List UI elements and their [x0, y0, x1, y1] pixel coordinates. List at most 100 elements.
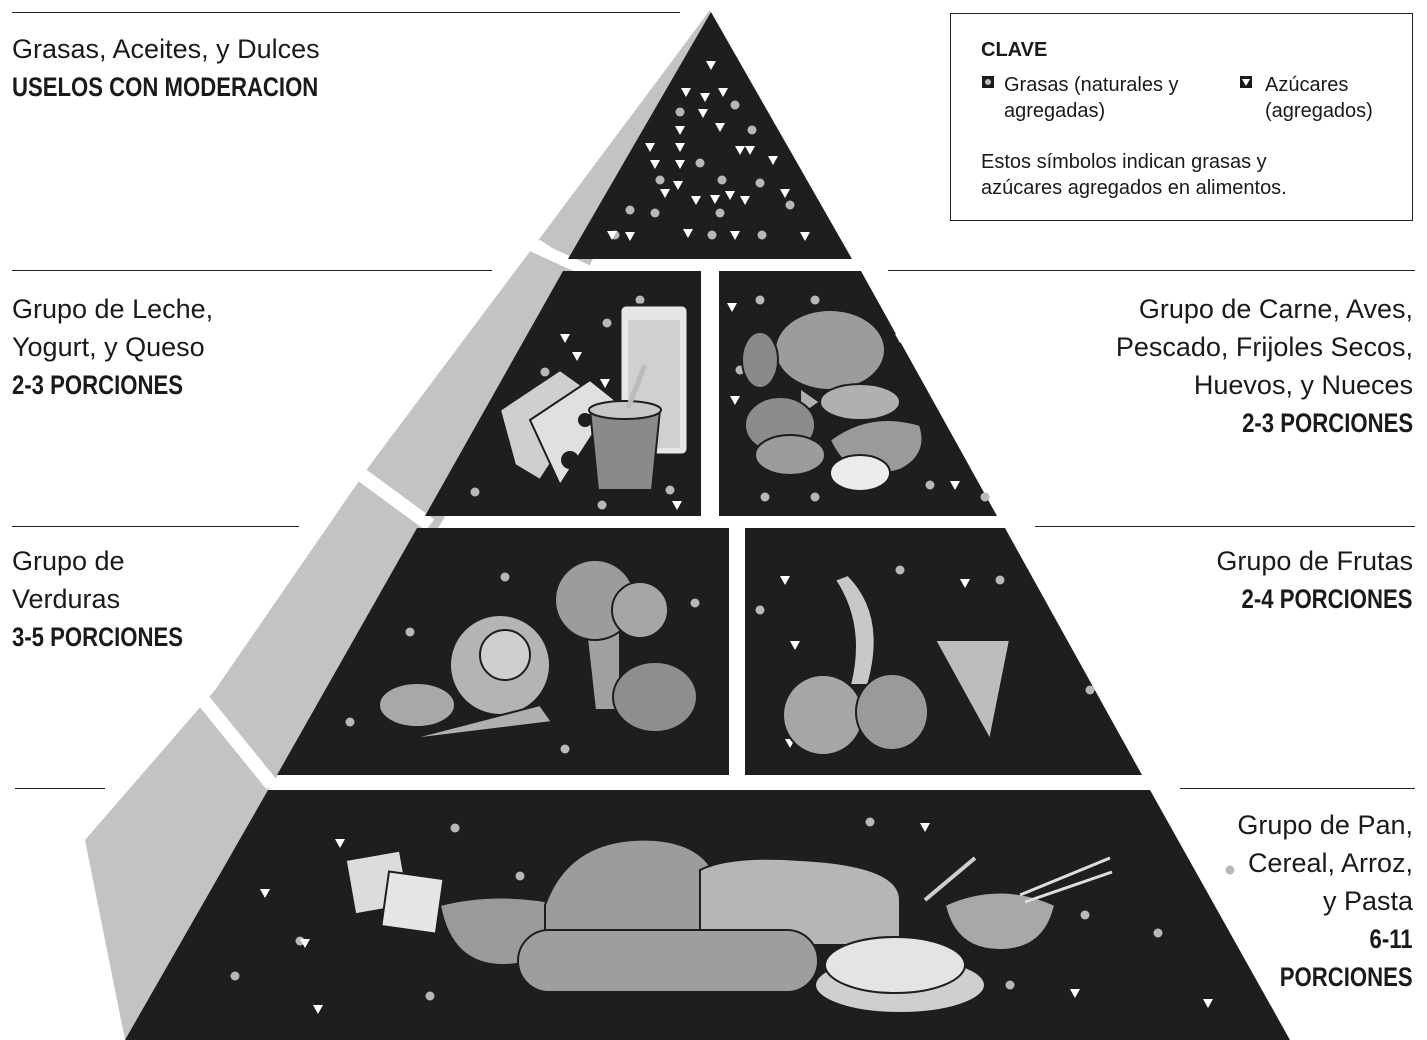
tier-servings: USELOS CON MODERACION: [12, 72, 319, 102]
sugar-triangle-icon: [730, 231, 740, 240]
fat-dot-icon: [785, 200, 795, 210]
fat-dot-icon: [707, 230, 717, 240]
rule: [1035, 526, 1415, 527]
sugar-triangle-icon: [675, 160, 685, 169]
fat-dot-icon: [295, 936, 305, 946]
sugar-triangle-icon: [600, 379, 610, 388]
fat-dot-icon: [865, 817, 875, 827]
label-fruit-group: Grupo de Frutas 2-4 PORCIONES: [1204, 542, 1413, 618]
fat-dot-icon: [635, 295, 645, 305]
sugar-triangle-icon: [950, 481, 960, 490]
sugar-triangle-icon: [673, 181, 683, 190]
sugar-triangle-icon: [675, 143, 685, 152]
broccoli-icon: [554, 559, 669, 711]
tier-name-line: Cereal, Arroz,: [1247, 848, 1413, 878]
fat-dot-icon: [1080, 910, 1090, 920]
sugar-triangle-icon: [698, 109, 708, 118]
fat-dot-icon: [747, 125, 757, 135]
fat-dot-icon: [470, 487, 480, 497]
tier-servings: 2-3 PORCIONES: [12, 370, 184, 400]
tier-servings: 2-4 PORCIONES: [1241, 584, 1413, 614]
sugar-triangle-icon: [1085, 596, 1095, 605]
fat-dot-icon: [675, 107, 685, 117]
tier-servings: PORCIONES: [1280, 962, 1413, 992]
tomato-icon: [612, 661, 698, 733]
tier-name-line: Huevos, y Nueces: [1193, 370, 1413, 400]
sugar-triangle-icon: [745, 146, 755, 155]
tier-servings: 2-3 PORCIONES: [1241, 408, 1413, 438]
grapes-icon: [933, 639, 1012, 743]
tier-name-line: Grupo de: [12, 546, 125, 576]
fat-dot-icon: [755, 295, 765, 305]
sugar-triangle-icon: [1240, 76, 1252, 88]
fat-dot-icon: [690, 598, 700, 608]
rule: [15, 788, 105, 789]
sugar-triangle-icon: [895, 334, 905, 343]
sugar-triangle-icon: [607, 231, 617, 240]
sugar-triangle-icon: [768, 156, 778, 165]
rule: [12, 270, 492, 271]
legend-box: CLAVE Grasas (naturales y agregadas) Azú…: [950, 13, 1413, 221]
fat-dot-icon: [665, 485, 675, 495]
fat-dot-icon: [760, 492, 770, 502]
fat-dot-icon: [810, 492, 820, 502]
sugar-triangle-icon: [735, 146, 745, 155]
fat-dot-icon: [925, 480, 935, 490]
tier-name-line: Grupo de Frutas: [1216, 546, 1413, 576]
legend-note-line: azúcares agregados en alimentos.: [981, 177, 1287, 199]
fat-dot-icon: [715, 208, 725, 218]
sugar-triangle-icon: [335, 839, 345, 848]
beans-icon: [744, 396, 826, 476]
sugar-triangle-icon: [560, 334, 570, 343]
spaghetti-plate-icon: [814, 856, 986, 1014]
legend-fats-label: Grasas (naturales y agregadas): [1004, 72, 1179, 124]
fat-dot-icon: [515, 871, 525, 881]
sugar-triangle-icon: [681, 88, 691, 97]
fat-dot-icon: [755, 178, 765, 188]
fat-dot-icon: [982, 76, 994, 88]
fat-dot-icon: [500, 572, 510, 582]
sugar-triangle-icon: [960, 579, 970, 588]
fat-dot-icon: [1085, 685, 1095, 695]
tier-name-line: Grupo de Leche,: [12, 294, 214, 324]
sugar-triangle-icon: [730, 396, 740, 405]
sugar-triangle-icon: [572, 352, 582, 361]
fat-dot-icon: [695, 158, 705, 168]
rule: [12, 526, 299, 527]
fat-dot-icon: [1225, 865, 1235, 875]
legend-fats-line: Grasas (naturales y: [1004, 74, 1179, 96]
sugar-triangle-icon: [260, 889, 270, 898]
tier-servings: 6-11: [1369, 924, 1413, 954]
fat-dot-icon: [655, 175, 665, 185]
pyramid-side-face: [85, 10, 710, 1040]
fat-dot-icon: [1005, 980, 1015, 990]
chicken-icon: [741, 309, 886, 391]
fat-dot-icon: [757, 230, 767, 240]
label-vegetable-group: Grupo de Verduras 3-5 PORCIONES: [12, 542, 221, 656]
yogurt-cup-icon: [588, 364, 662, 491]
fat-dot-icon: [625, 205, 635, 215]
fat-dot-icon: [810, 295, 820, 305]
egg-icon: [829, 454, 891, 492]
fat-dot-icon: [995, 575, 1005, 585]
legend-title: CLAVE: [981, 39, 1048, 61]
sugar-triangle-icon: [700, 93, 710, 102]
bread-loaf-icon: [544, 838, 901, 946]
tier-name-line: Yogurt, y Queso: [12, 332, 205, 362]
label-meat-group: Grupo de Carne, Aves, Pescado, Frijoles …: [1116, 290, 1413, 442]
cabbage-icon: [449, 614, 551, 716]
sugar-triangle-icon: [1203, 999, 1213, 1008]
legend-sugars-label: Azúcares (agregados): [1265, 72, 1373, 124]
legend-fats-line: agregadas): [1004, 100, 1106, 122]
sugar-triangle-icon: [780, 576, 790, 585]
fat-dot-icon: [230, 971, 240, 981]
sugar-triangle-icon: [715, 123, 725, 132]
crackers-icon: [344, 849, 445, 935]
fat-dot-icon: [597, 500, 607, 510]
rule: [1180, 788, 1415, 789]
sugar-triangle-icon: [672, 501, 682, 510]
sugar-triangle-icon: [645, 143, 655, 152]
sugar-triangle-icon: [660, 189, 670, 198]
tier-fats-oils-sweets: [568, 12, 852, 259]
sugar-triangle-icon: [800, 232, 810, 241]
